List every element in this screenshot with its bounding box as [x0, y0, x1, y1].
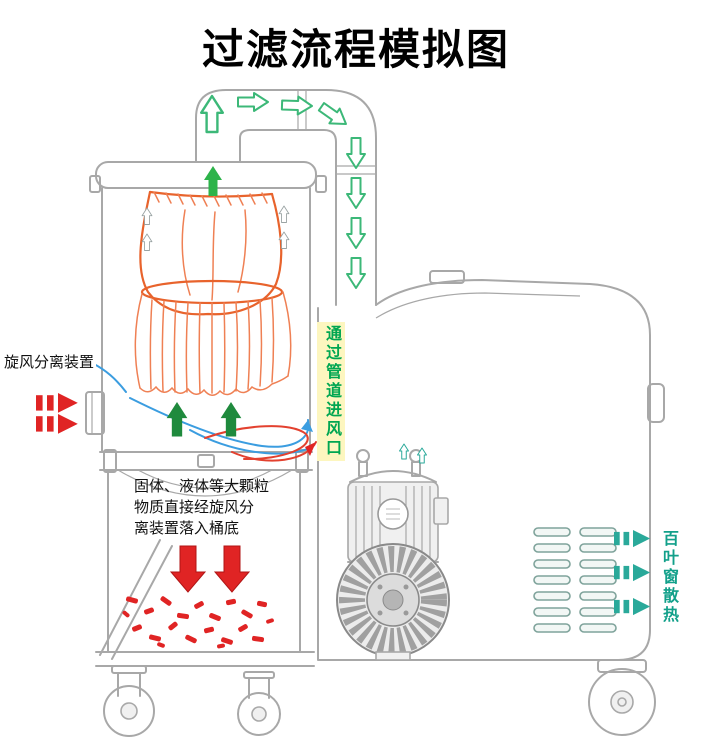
inlet-arrows-red: [36, 393, 78, 434]
casters-and-wheels: [103, 659, 656, 737]
particle-note: 固体、液体等大颗粒 物质直接经旋风分 离装置落入桶底: [134, 476, 269, 539]
louver-vents: [533, 527, 617, 633]
drop-arrows-red: [170, 545, 250, 593]
cyclone-device-label: 旋风分离装置: [2, 350, 97, 373]
machine-body-outline: [85, 89, 665, 667]
pipe-inlet-label: 通过管道进风口: [317, 322, 345, 461]
louver-heat-label: 百叶窗散热: [660, 530, 677, 625]
exhaust-arrows-teal: [614, 530, 651, 616]
motor-blower: [336, 449, 450, 661]
airflow-arrows-green: [141, 92, 427, 464]
cyclone-flow-red: [204, 425, 317, 462]
particle-note-line: 离装置落入桶底: [134, 520, 240, 537]
page-title: 过滤流程模拟图: [201, 26, 510, 73]
dust-particles: [122, 596, 274, 649]
cyclone-flow-blue: [91, 362, 313, 455]
filter-bag: [134, 190, 292, 396]
particle-note-line: 物质直接经旋风分: [134, 499, 255, 516]
particle-note-line: 固体、液体等大颗粒: [134, 478, 270, 495]
